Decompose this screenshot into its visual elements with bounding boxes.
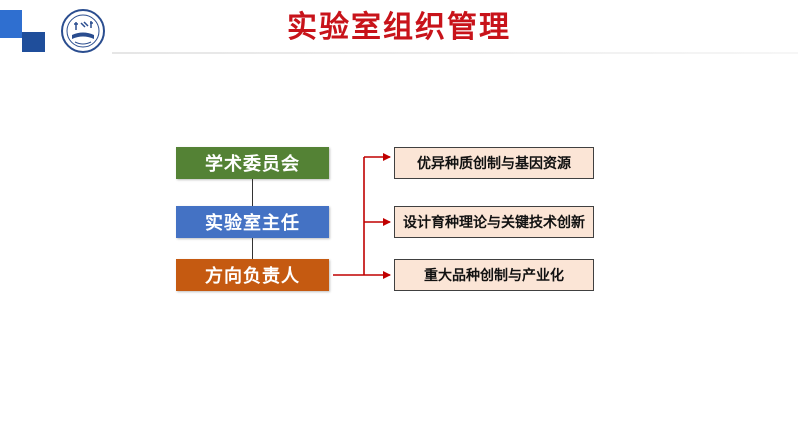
role-lab-director: 实验室主任: [176, 206, 329, 238]
direction-variety-industrialization: 重大品种创制与产业化: [394, 259, 594, 291]
role-direction-leader: 方向负责人: [176, 259, 329, 291]
role-academic-committee: 学术委员会: [176, 147, 329, 179]
corner-square-light: [0, 10, 22, 38]
hierarchy-line-1: [252, 179, 253, 206]
title-divider: [112, 52, 798, 54]
page-title: 实验室组织管理: [287, 10, 511, 45]
corner-square-dark: [22, 32, 45, 52]
university-seal-logo: [61, 9, 105, 53]
direction-germplasm: 优异种质创制与基因资源: [394, 147, 594, 179]
hierarchy-line-2: [252, 238, 253, 259]
direction-design-breeding: 设计育种理论与关键技术创新: [394, 206, 594, 238]
